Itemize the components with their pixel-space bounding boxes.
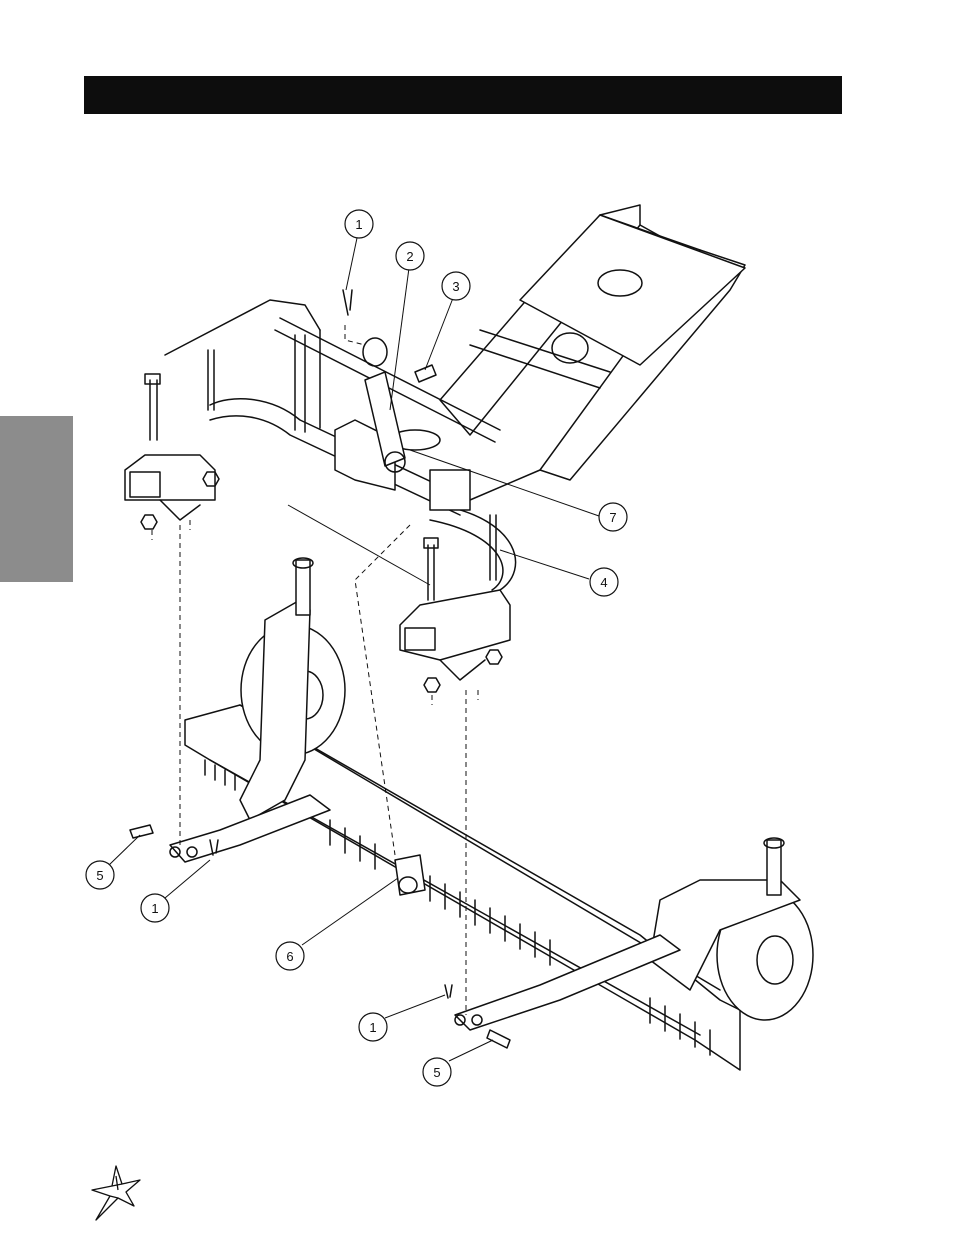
hitch-pin-left [130,825,153,838]
star-burst-logo-icon [88,1162,144,1222]
right-frame-bracket [400,515,510,680]
callout-number: 1 [355,217,362,232]
callout-1-top: 1 [345,210,373,238]
callout-number: 2 [406,249,413,264]
callout-number: 7 [609,510,616,525]
callout-5-left: 5 [86,861,114,889]
hitch-pin-right [487,1030,510,1048]
callout-number: 1 [369,1020,376,1035]
callout-2: 2 [396,242,424,270]
callout-number: 6 [286,949,293,964]
callout-1-bottom: 1 [359,1013,387,1041]
callout-number: 5 [433,1065,440,1080]
callout-5-bottom: 5 [423,1058,451,1086]
hairpin-clip-top [343,290,352,315]
callout-3: 3 [442,272,470,300]
callout-number: 1 [151,901,158,916]
callout-6: 6 [276,942,304,970]
callout-number: 4 [600,575,607,590]
callout-1-left: 1 [141,894,169,922]
callout-7: 7 [599,503,627,531]
callout-number: 3 [452,279,459,294]
callout-number: 5 [96,868,103,883]
callout-4: 4 [590,568,618,596]
left-frame-bracket [125,350,215,520]
tractor-frame [165,205,745,590]
hairpin-clip-bottom [445,985,452,998]
